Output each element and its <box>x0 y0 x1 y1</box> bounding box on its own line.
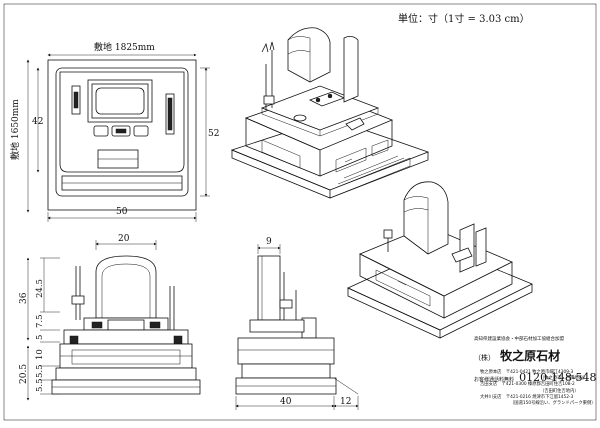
front-side-dim-1: 7.5 <box>35 314 45 328</box>
company-info: 高知県建設業協会・中部石材加工協組合加盟 （株） 牧之原石材 お客様通話料無料 … <box>474 336 597 385</box>
branch-name: 大井川支店 <box>480 394 502 400</box>
branch-item: 牧之原本店 〒421-0421 牧之原市細江4309-3 <box>480 370 596 376</box>
front-dim-lower-height: 20.5 <box>19 364 29 384</box>
phone-number[interactable]: 0120-148-548 <box>519 371 597 384</box>
branch-item: 吉田支店 〒421-0300 榛原郡吉田町住吉108-2 <box>480 382 596 388</box>
plan-dim-width: 50 <box>116 207 128 217</box>
branch-address: 〒421-0216 焼津市下江留1452-3 <box>505 394 574 400</box>
company-name: 牧之原石材 <box>500 349 561 363</box>
isometric-view-side <box>347 181 533 339</box>
company-phone-row: お客様通話料無料 0120-148-548 <box>474 366 597 385</box>
branch-note: （国道150号線沿い、グランドパーク東側） <box>510 401 596 407</box>
front-elevation: 20 36 24.5 20.5 7.5 5 10 5.5 5.5 <box>19 234 201 401</box>
branch-list: 牧之原本店 〒421-0421 牧之原市細江4309-3 （牧之原市・西隣地内）… <box>480 370 596 407</box>
unit-note: 単位：寸（1寸 = 3.03 cm） <box>398 12 530 25</box>
isometric-view-front <box>230 27 430 199</box>
plan-dim-depth-left: 42 <box>32 117 43 127</box>
side-dim-top: 9 <box>266 237 272 247</box>
sheet-border <box>3 3 597 421</box>
branch-note: （吉田町住吉地内） <box>540 388 579 394</box>
branch-name: 牧之原本店 <box>480 370 502 375</box>
front-side-dim-3: 10 <box>35 349 45 360</box>
plan-site-depth-label: 敷地 1650mm <box>9 99 21 160</box>
branch-address: 〒421-0421 牧之原市細江4309-3 <box>505 370 574 375</box>
side-elevation: 9 40 12 <box>235 237 359 410</box>
side-dim-depth: 40 <box>280 397 292 407</box>
branch-address: 〒421-0300 榛原郡吉田町住吉108-2 <box>501 382 575 388</box>
front-dim-total-height: 36 <box>19 292 29 304</box>
branch-item: 大井川支店 〒421-0216 焼津市下江留1452-3 <box>480 395 596 401</box>
front-side-dim-2: 5 <box>35 335 45 340</box>
plan-site-width-label: 敷地 1825mm <box>94 41 155 53</box>
company-name-prefix: （株） <box>474 354 495 362</box>
branch-name: 吉田支店 <box>480 382 498 388</box>
front-side-dim-5: 5.5 <box>35 378 45 392</box>
plan-dim-depth-right: 52 <box>208 129 219 139</box>
branch-note: （牧之原市・西隣地内） <box>540 376 588 382</box>
side-dim-front: 12 <box>340 397 351 407</box>
company-tagline: 高知県建設業協会・中部石材加工協組合加盟 <box>474 337 564 342</box>
front-dim-upper-height: 24.5 <box>35 279 45 298</box>
plan-view: 敷地 1825mm 敷地 1650mm 50 <box>9 41 219 222</box>
front-side-dim-4: 5.5 <box>35 364 45 378</box>
company-name-row: （株） 牧之原石材 <box>474 345 596 364</box>
front-dim-top: 20 <box>118 234 130 244</box>
phone-label: お客様通話料無料 <box>474 377 515 383</box>
